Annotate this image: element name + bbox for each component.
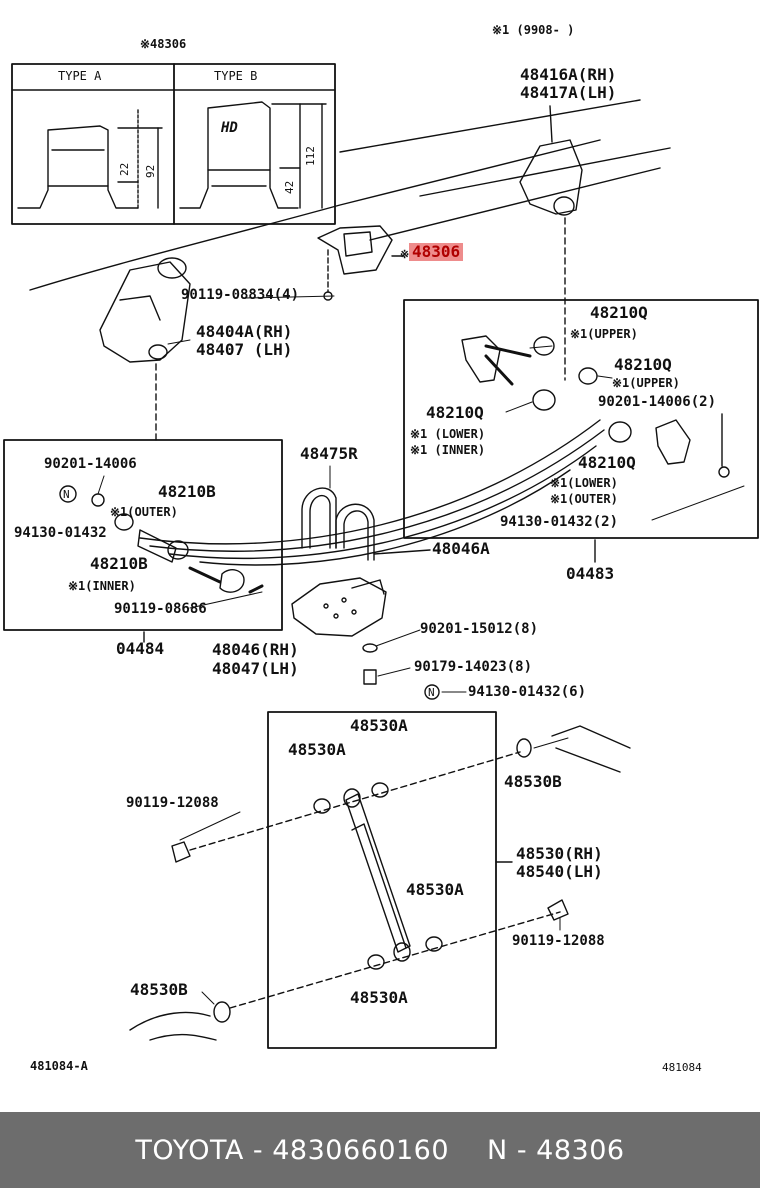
note-48210q-3a: ※1 (LOWER) bbox=[410, 427, 486, 441]
part-48475r[interactable]: 48475R bbox=[300, 444, 358, 463]
footer-part-number: 4830660160 bbox=[272, 1134, 450, 1166]
part-48046[interactable]: 48046(RH) bbox=[212, 640, 299, 659]
footer-bar: TOYOTA - 4830660160 N - 48306 bbox=[0, 1112, 760, 1188]
part-48210b-2[interactable]: 48210B bbox=[90, 554, 148, 573]
rear-hanger-shape bbox=[519, 105, 583, 381]
part-48416a[interactable]: 48416A(RH) bbox=[520, 65, 617, 84]
dim-42: 42 bbox=[283, 180, 296, 194]
part-48210q-1[interactable]: 48210Q bbox=[590, 303, 648, 322]
type-inset-box bbox=[11, 63, 336, 225]
part-48047[interactable]: 48047(LH) bbox=[212, 659, 299, 678]
box-04483 bbox=[403, 299, 759, 539]
part-48530b-2[interactable]: 48530B bbox=[130, 980, 188, 999]
part-48407[interactable]: 48407 (LH) bbox=[196, 340, 293, 359]
footer-separator-2: N - bbox=[487, 1134, 537, 1166]
note-9908: ※1 (9908- ) bbox=[492, 23, 575, 37]
part-90119-08686[interactable]: 90119-08686 bbox=[114, 601, 207, 617]
ubolt-seat-shapes bbox=[291, 487, 440, 700]
part-48046a[interactable]: 48046A bbox=[432, 539, 490, 558]
footer-separator-1: - bbox=[243, 1134, 273, 1166]
dim-112: 112 bbox=[304, 146, 317, 166]
reference-right: 481084 bbox=[662, 1061, 702, 1074]
frame-rails bbox=[29, 99, 671, 291]
box-04484 bbox=[3, 439, 283, 631]
part-48530[interactable]: 48530(RH) bbox=[516, 844, 603, 863]
diagram-drawing bbox=[3, 63, 759, 1049]
dim-92: 92 bbox=[144, 164, 157, 178]
mark-48306: ※ bbox=[400, 248, 410, 261]
front-hanger-shape bbox=[99, 257, 191, 441]
assembly-04484[interactable]: 04484 bbox=[116, 639, 165, 658]
leaf-spring-shape bbox=[139, 419, 605, 566]
part-48530b-1[interactable]: 48530B bbox=[504, 772, 562, 791]
note-48210q-4a: ※1(LOWER) bbox=[550, 476, 618, 490]
part-48210q-4[interactable]: 48210Q bbox=[578, 453, 636, 472]
note-48306: ※48306 bbox=[140, 37, 187, 51]
part-48210b-1[interactable]: 48210B bbox=[158, 482, 216, 501]
part-94130-01432-2[interactable]: 94130-01432(2) bbox=[500, 514, 619, 530]
part-48540[interactable]: 48540(LH) bbox=[516, 862, 603, 881]
note-48210q-2: ※1(UPPER) bbox=[612, 376, 680, 390]
part-48404a[interactable]: 48404A(RH) bbox=[196, 322, 293, 341]
part-48210q-2[interactable]: 48210Q bbox=[614, 355, 672, 374]
note-48210q-1: ※1(UPPER) bbox=[570, 327, 638, 341]
dim-22: 22 bbox=[118, 162, 131, 176]
leader-lines bbox=[97, 295, 745, 1005]
note-48210q-4b: ※1(OUTER) bbox=[550, 492, 618, 506]
note-48210b-2: ※1(INNER) bbox=[68, 579, 136, 593]
note-48210b-1: ※1(OUTER) bbox=[110, 505, 178, 519]
note-48210q-3b: ※1 (INNER) bbox=[410, 443, 486, 457]
part-48530a-1[interactable]: 48530A bbox=[350, 716, 408, 735]
hd-mark: HD bbox=[221, 120, 238, 136]
reference-left: 481084-A bbox=[30, 1059, 88, 1073]
shock-absorber-shape bbox=[129, 725, 631, 1041]
part-90201-14006-2[interactable]: 90201-14006(2) bbox=[598, 394, 717, 410]
part-48210q-3[interactable]: 48210Q bbox=[426, 403, 484, 422]
footer-catalog-ref: 48306 bbox=[536, 1134, 625, 1166]
n-mark-2: N bbox=[428, 686, 435, 699]
part-48530a-3[interactable]: 48530A bbox=[406, 880, 464, 899]
front-bushing-parts bbox=[59, 485, 264, 594]
part-94130-01432[interactable]: 94130-01432 bbox=[14, 525, 107, 541]
part-48306-highlighted[interactable]: 48306 bbox=[409, 243, 464, 261]
part-90119-08834[interactable]: 90119-08834(4) bbox=[181, 287, 300, 303]
part-90119-12088-1[interactable]: 90119-12088 bbox=[126, 795, 219, 811]
parts-diagram: ※48306 ※1 (9908- ) TYPE A TYPE B 22 92 1… bbox=[3, 23, 759, 1074]
footer-brand: TOYOTA bbox=[135, 1134, 244, 1166]
part-48417a[interactable]: 48417A(LH) bbox=[520, 83, 617, 102]
bump-stopper-shape bbox=[317, 225, 405, 301]
type-b-label: TYPE B bbox=[214, 69, 258, 83]
box-shock bbox=[267, 711, 497, 1049]
n-mark-1: N bbox=[63, 488, 70, 501]
type-a-label: TYPE A bbox=[58, 69, 102, 83]
part-90201-14006[interactable]: 90201-14006 bbox=[44, 456, 137, 472]
part-90201-15012[interactable]: 90201-15012(8) bbox=[420, 621, 539, 637]
assembly-04483[interactable]: 04483 bbox=[566, 564, 615, 583]
part-90179-14023[interactable]: 90179-14023(8) bbox=[414, 659, 533, 675]
part-48530a-2[interactable]: 48530A bbox=[288, 740, 346, 759]
shackle-parts bbox=[461, 335, 730, 478]
part-94130-01432-6[interactable]: 94130-01432(6) bbox=[468, 684, 587, 700]
part-90119-12088-2[interactable]: 90119-12088 bbox=[512, 933, 605, 949]
part-48530a-4[interactable]: 48530A bbox=[350, 988, 408, 1007]
